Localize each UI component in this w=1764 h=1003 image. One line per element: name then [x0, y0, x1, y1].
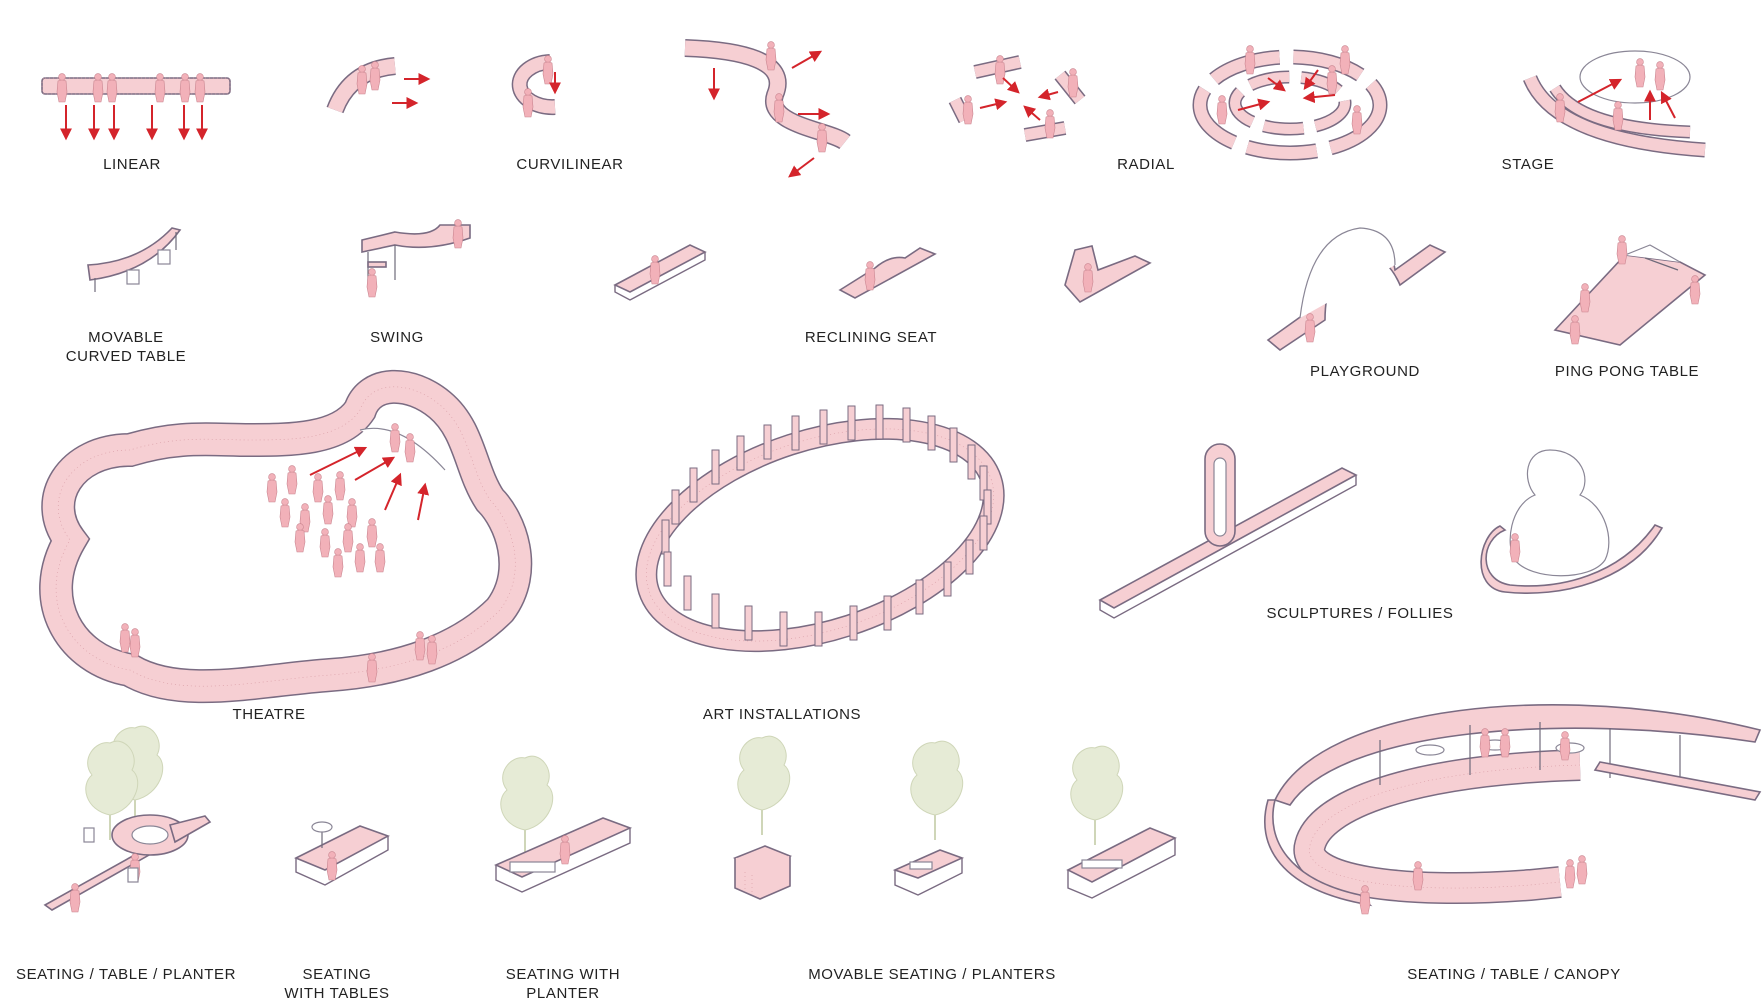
reclining-seat-diagram-3 — [1064, 245, 1152, 304]
ping-pong-table-diagram — [1553, 235, 1707, 346]
label-movable-line1: MOVABLE — [88, 329, 164, 346]
label-stage: STAGE — [1501, 156, 1555, 173]
reclining-seat-diagram-2 — [838, 247, 937, 299]
swing-diagram — [361, 219, 471, 298]
label-theatre: THEATRE — [232, 706, 306, 723]
art-installations-diagram — [635, 404, 1005, 653]
seating-table-canopy-diagram — [1264, 704, 1762, 915]
movable-planter-diagram-3 — [1066, 745, 1177, 899]
label-planter-line2: PLANTER — [526, 985, 600, 1002]
label-curved-table-line2: CURVED TABLE — [65, 348, 187, 365]
curvy-bench-diagram — [684, 39, 851, 178]
label-seating-table-planter: SEATING / TABLE / PLANTER — [15, 966, 237, 983]
sculpture-bench-diagram — [1098, 443, 1358, 619]
movable-planter-diagram-2 — [892, 740, 965, 896]
theatre-diagram — [39, 369, 533, 704]
seating-with-planter-diagram — [494, 755, 633, 893]
label-art-installations: ART INSTALLATIONS — [702, 706, 862, 723]
seating-with-tables-diagram — [294, 821, 390, 886]
linear-diagram — [41, 73, 231, 141]
stage-diagram — [1523, 50, 1706, 158]
sculpture-figure-diagram — [1480, 449, 1664, 594]
label-seating-with-line1: SEATING WITH — [505, 966, 621, 983]
label-movable-seating-planters: MOVABLE SEATING / PLANTERS — [808, 966, 1056, 983]
label-seating-line1: SEATING — [302, 966, 372, 983]
label-playground: PLAYGROUND — [1310, 363, 1420, 380]
curvilinear-diagram — [326, 54, 561, 118]
movable-curved-table-diagram — [87, 227, 182, 292]
label-curvilinear: CURVILINEAR — [516, 156, 624, 173]
label-with-tables-line2: WITH TABLES — [284, 985, 390, 1002]
seating-table-planter-diagram — [43, 725, 212, 913]
label-linear: LINEAR — [103, 156, 161, 173]
label-seating-with-tables: SEATING WITH TABLES — [284, 965, 389, 1003]
movable-planter-diagram-1 — [732, 735, 793, 900]
radial-diagram — [948, 55, 1086, 142]
label-swing: SWING — [370, 329, 424, 346]
radial-rings-diagram — [1192, 45, 1388, 161]
label-ping-pong-table: PING PONG TABLE — [1554, 363, 1700, 380]
playground-diagram — [1266, 227, 1447, 351]
label-sculptures-follies: SCULPTURES / FOLLIES — [1266, 605, 1454, 622]
reclining-seat-diagram-1 — [613, 244, 707, 301]
label-seating-table-canopy: SEATING / TABLE / CANOPY — [1407, 966, 1621, 983]
label-radial: RADIAL — [1117, 156, 1175, 173]
label-reclining-seat: RECLINING SEAT — [804, 329, 938, 346]
label-seating-with-planter: SEATING WITH PLANTER — [506, 965, 620, 1003]
label-movable-curved-table: MOVABLE CURVED TABLE — [66, 328, 187, 366]
